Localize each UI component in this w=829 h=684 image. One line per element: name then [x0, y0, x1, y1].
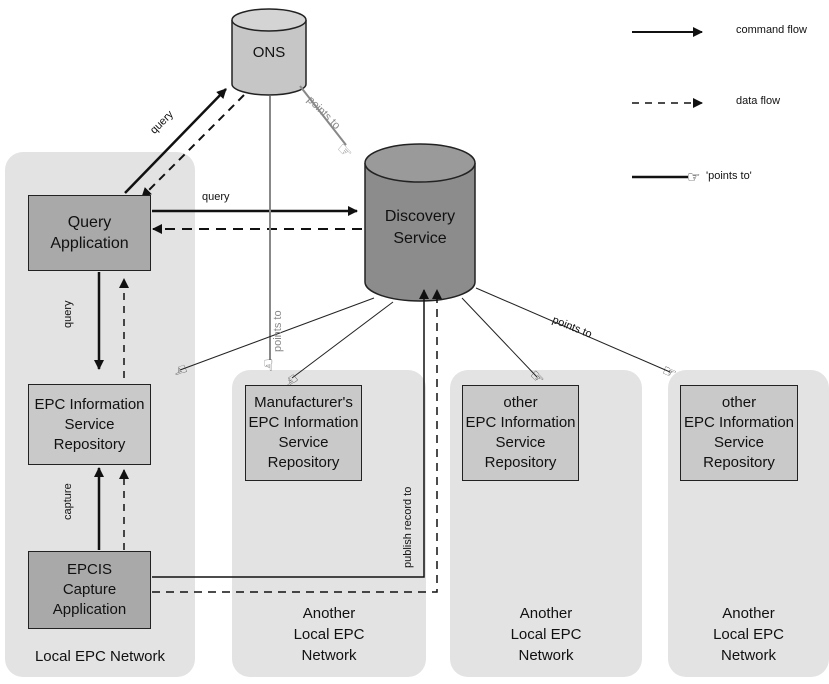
another-network-caption-1: Another Local EPC Network	[232, 603, 426, 666]
query-application-box: Query Application	[28, 195, 151, 271]
capture-line-1: EPCIS	[66, 561, 112, 578]
query-to-ons-arrow	[124, 88, 227, 194]
another3-line-2: Local EPC	[713, 626, 784, 643]
other1-repo-line-4: Repository	[484, 454, 557, 471]
legend-pointing-hand-icon: ☞	[687, 169, 700, 186]
other2-repo-line-2: EPC Information	[683, 414, 795, 431]
another2-line-3: Network	[518, 647, 574, 664]
other1-repo-line-1: other	[503, 394, 538, 411]
mfr-repo-line-2: EPC Information	[248, 414, 359, 431]
query-app-line-1: Query	[67, 214, 112, 231]
hand-icon-other-repo-2: ☞	[659, 362, 679, 383]
another3-line-3: Network	[720, 647, 776, 664]
discovery-service-database	[364, 143, 476, 302]
discovery-line-1: Discovery	[384, 208, 456, 225]
query-repo-label: query	[62, 300, 74, 328]
local-repo-line-3: Repository	[53, 435, 126, 453]
manufacturer-epcis-repository-box: Manufacturer's EPC Information Service R…	[245, 385, 362, 481]
mfr-repo-line-4: Repository	[267, 454, 340, 471]
another-network-caption-3: Another Local EPC Network	[668, 603, 829, 666]
another3-line-1: Another	[722, 605, 775, 622]
publish-command-line	[152, 289, 429, 578]
another2-line-1: Another	[519, 605, 573, 622]
another1-line-1: Another	[302, 605, 356, 622]
discovery-to-other-repo-1-line	[461, 297, 538, 378]
other1-repo-line-2: EPC Information	[465, 414, 576, 431]
mfr-repo-line-1: Manufacturer's	[254, 394, 353, 411]
hand-icon-discovery: ☞	[333, 139, 357, 163]
discovery-to-other-repo-2-line	[475, 287, 671, 373]
local-repo-line-1: EPC Information	[34, 395, 145, 413]
discovery-line-2: Service	[393, 230, 447, 247]
other-epcis-repository-box-1: other EPC Information Service Repository	[462, 385, 579, 481]
capture-label: capture	[62, 483, 74, 520]
other2-repo-line-3: Service	[713, 434, 765, 451]
query-discovery-label: query	[202, 191, 230, 203]
capture-line-3: Application	[52, 601, 127, 618]
hand-icon-local-repo: ☞	[170, 359, 189, 380]
ons-points-to-mfr-label: points to	[272, 310, 284, 352]
ons-label: ONS	[252, 44, 286, 61]
another-network-caption-2: Another Local EPC Network	[450, 603, 642, 666]
another1-line-3: Network	[301, 647, 357, 664]
ons-points-to-discovery-line	[299, 85, 347, 146]
other1-repo-line-3: Service	[495, 434, 546, 451]
legend-data-flow-label: data flow	[736, 95, 781, 107]
other-epcis-repository-box-2: other EPC Information Service Repository	[680, 385, 798, 481]
local-repo-line-2: Service	[64, 415, 115, 433]
query-app-line-2: Application	[50, 235, 129, 252]
other2-repo-line-4: Repository	[703, 454, 775, 471]
mfr-repo-line-3: Service	[278, 434, 329, 451]
publish-data-line	[152, 289, 442, 593]
discovery-to-mfr-repo-line	[291, 301, 394, 379]
local-epcis-repository-box: EPC Information Service Repository	[28, 384, 151, 465]
publish-record-label: publish record to	[402, 486, 414, 568]
legend-command-flow-label: command flow	[736, 24, 807, 36]
another1-line-2: Local EPC	[293, 626, 365, 643]
discovery-to-local-repo-line	[179, 297, 375, 371]
local-epc-network-caption: Local EPC Network	[34, 648, 166, 665]
another2-line-2: Local EPC	[510, 626, 582, 643]
discovery-service-label: Discovery Service	[365, 206, 475, 250]
legend-points-to-label: 'points to'	[706, 170, 752, 182]
epcis-capture-application-box: EPCIS Capture Application	[28, 551, 151, 629]
ons-database	[231, 8, 307, 96]
other2-repo-line-1: other	[721, 394, 757, 411]
capture-line-2: Capture	[62, 581, 117, 598]
hand-icon-mfr-ons: ☞	[259, 358, 276, 372]
ons-to-query-data-arrow	[141, 94, 245, 198]
